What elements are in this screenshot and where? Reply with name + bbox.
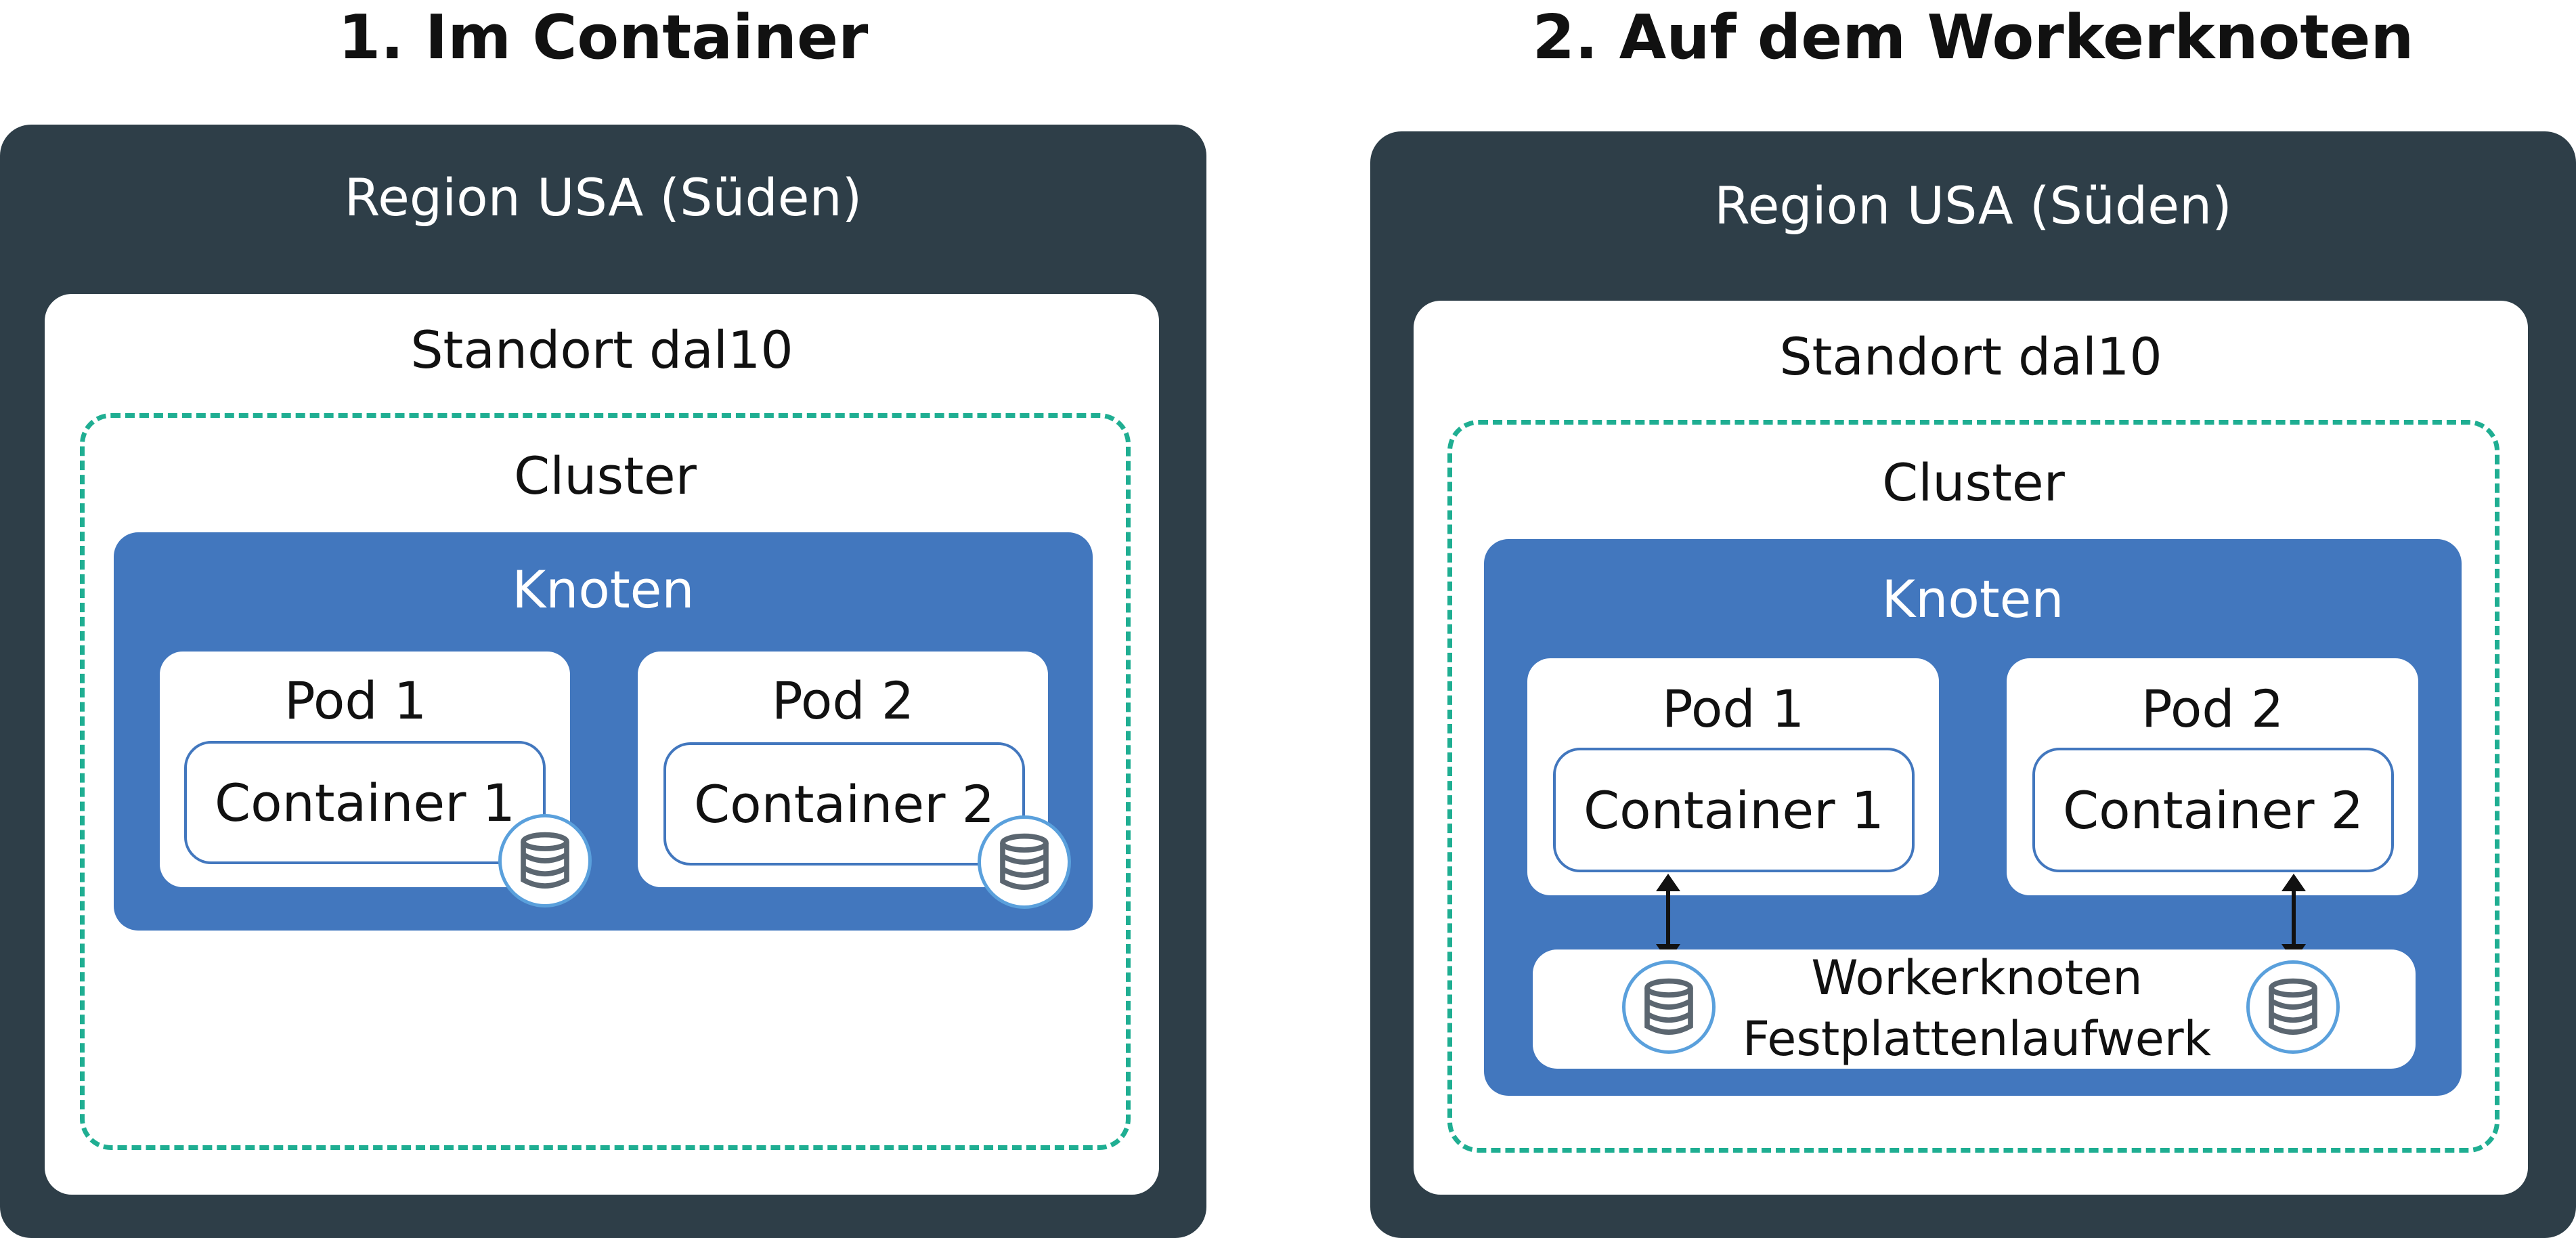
panel-1-cluster-label: Cluster xyxy=(514,445,697,506)
panel-1-container-1: Container 1 xyxy=(184,741,546,864)
panel-1-pod-2-label: Pod 2 xyxy=(771,670,915,731)
panel-1-region-label: Region USA (Süden) xyxy=(344,167,863,228)
worker-disk-line-1: Workerknoten xyxy=(1811,950,2143,1006)
panel-2-location-label: Standort dal10 xyxy=(1779,326,2162,387)
panel-1-heading: 1. Im Container xyxy=(338,1,869,73)
panel-1-container-2-disk xyxy=(978,815,1071,909)
panel-1-node-label: Knoten xyxy=(512,559,695,620)
double-arrow-icon xyxy=(2279,874,2309,962)
panel-1-cluster xyxy=(80,413,1131,1150)
panel-2-heading: 2. Auf dem Workerknoten xyxy=(1532,1,2414,73)
database-icon xyxy=(2269,978,2317,1035)
panel-1-container-2: Container 2 xyxy=(663,742,1025,866)
panel-2-cluster xyxy=(1447,420,2499,1153)
panel-2-container-1: Container 1 xyxy=(1553,748,1915,872)
double-arrow-icon xyxy=(1653,874,1683,962)
panel-2-node-label: Knoten xyxy=(1881,568,2064,629)
panel-1-container-1-disk xyxy=(498,814,592,908)
panel-2-worker-disk-left xyxy=(1622,960,1716,1054)
panel-1-location-label: Standort dal10 xyxy=(410,319,793,380)
panel-2-region-label: Region USA (Süden) xyxy=(1714,175,2232,236)
panel-2-worker-disk-label: Workerknoten Festplattenlaufwerk xyxy=(1706,949,2248,1069)
worker-disk-line-2: Festplattenlaufwerk xyxy=(1742,1011,2212,1067)
database-icon xyxy=(1644,978,1693,1035)
panel-2-cluster-label: Cluster xyxy=(1882,452,2065,513)
database-icon xyxy=(521,832,569,889)
database-icon xyxy=(1000,833,1049,890)
panel-2-pod-2-label: Pod 2 xyxy=(2141,678,2284,739)
panel-1-pod-1-label: Pod 1 xyxy=(284,670,427,731)
panel-2-worker-disk-right xyxy=(2246,960,2340,1054)
panel-2-container-2: Container 2 xyxy=(2032,748,2394,872)
panel-2-pod-1-label: Pod 1 xyxy=(1661,678,1805,739)
